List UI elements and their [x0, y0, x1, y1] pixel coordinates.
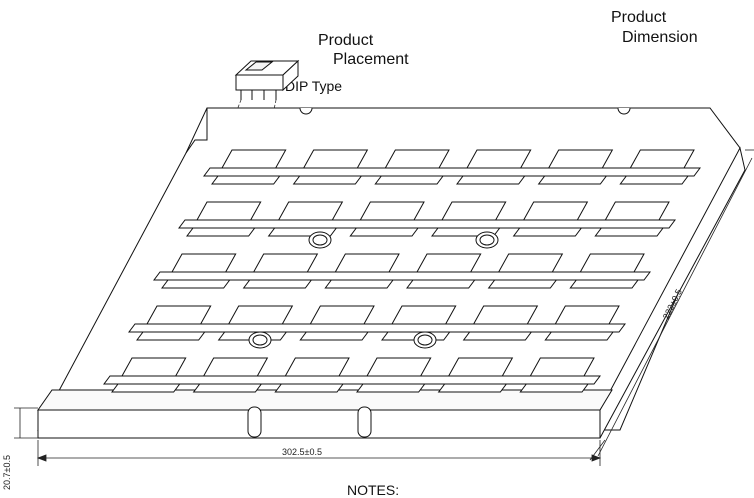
pocket	[416, 253, 482, 273]
pocket-lip	[356, 383, 426, 393]
pocket-lip	[544, 331, 614, 341]
pocket-lip	[519, 383, 589, 393]
pocket-lip	[537, 175, 608, 185]
pocket-lip	[136, 331, 206, 341]
pocket	[121, 357, 187, 377]
pocket-lip	[299, 331, 369, 341]
pocket-row-channel	[178, 219, 676, 229]
pocket	[472, 305, 539, 325]
pocket-lip	[274, 383, 344, 393]
tray-pockets	[103, 149, 701, 393]
tray-body	[37, 107, 746, 439]
pocket-lip	[349, 227, 419, 237]
pocket-lip	[456, 175, 526, 185]
pocket	[284, 357, 350, 377]
width-dimension	[589, 149, 754, 461]
pocket-lip	[594, 227, 664, 237]
pocket	[309, 305, 375, 325]
pocket-lip	[192, 383, 263, 393]
pocket	[529, 357, 595, 377]
pocket-lip	[569, 279, 639, 289]
front-slots	[247, 406, 372, 438]
pocket-row-channel	[203, 167, 701, 177]
pocket	[221, 149, 287, 169]
pocket-row-channel	[153, 271, 651, 281]
height-dimension	[14, 407, 38, 439]
pocket-lip	[211, 175, 281, 185]
pocket-lip	[242, 279, 313, 289]
locating-hole	[417, 334, 433, 346]
locating-holes	[248, 231, 499, 349]
pocket	[202, 357, 269, 377]
pocket	[227, 305, 294, 325]
pocket-lip	[161, 279, 231, 289]
pocket	[522, 201, 589, 221]
pocket	[171, 253, 237, 273]
product-dimension-title-line2: Dimension	[622, 29, 698, 46]
pocket-lip	[406, 279, 476, 289]
pocket	[196, 201, 262, 221]
height-dimension-text: 20.7±0.5	[2, 455, 12, 490]
pocket-row-channel	[103, 375, 601, 385]
pocket	[629, 149, 695, 169]
pocket-row-channel	[128, 323, 626, 333]
pocket	[391, 305, 457, 325]
pocket-lip	[487, 279, 558, 289]
pocket-lip	[437, 383, 508, 393]
pocket-lip	[374, 175, 444, 185]
pocket	[497, 253, 564, 273]
pocket	[252, 253, 319, 273]
pocket	[604, 201, 670, 221]
dip-type-label: DIP Type	[285, 78, 343, 94]
product-placement-title-line1: Product	[318, 32, 374, 49]
pocket	[447, 357, 514, 377]
product-placement-title-line2: Placement	[333, 51, 409, 68]
locating-hole	[312, 234, 328, 246]
pocket	[366, 357, 432, 377]
locating-hole	[252, 334, 268, 346]
pocket-lip	[619, 175, 689, 185]
dip-component-icon	[234, 59, 300, 100]
pocket	[146, 305, 212, 325]
pocket	[359, 201, 425, 221]
notes-label: NOTES:	[347, 482, 400, 498]
length-dimension	[36, 440, 602, 466]
pocket	[334, 253, 400, 273]
pocket-lip	[186, 227, 256, 237]
pocket	[302, 149, 369, 169]
pocket	[466, 149, 532, 169]
pocket	[579, 253, 645, 273]
pocket	[554, 305, 620, 325]
pocket	[384, 149, 450, 169]
pocket-lip	[512, 227, 583, 237]
pocket	[547, 149, 614, 169]
locating-hole	[479, 234, 495, 246]
pocket-lip	[111, 383, 181, 393]
pocket	[277, 201, 344, 221]
pocket-lip	[324, 279, 394, 289]
pocket	[441, 201, 507, 221]
length-dimension-text: 302.5±0.5	[282, 447, 322, 457]
product-dimension-title-line1: Product	[611, 9, 667, 26]
pocket-lip	[292, 175, 363, 185]
pocket-lip	[462, 331, 533, 341]
